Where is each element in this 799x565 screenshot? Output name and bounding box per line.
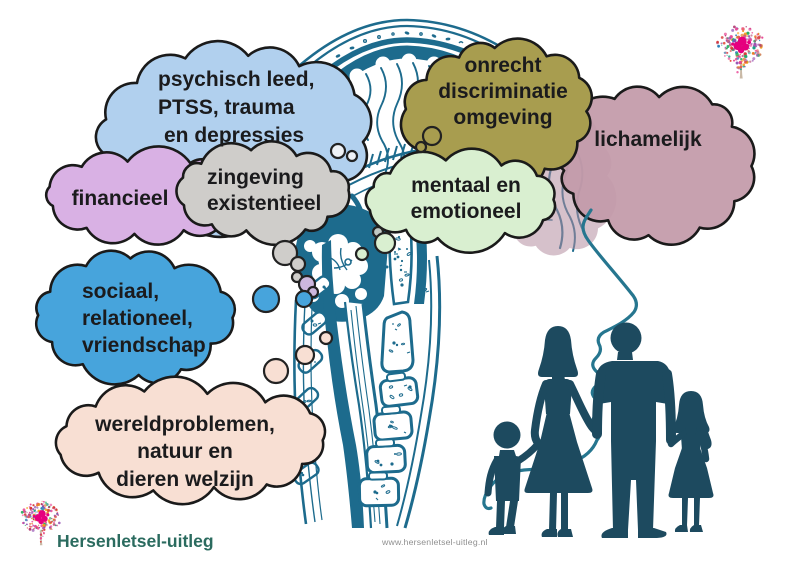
svg-text:financieel: financieel: [72, 187, 169, 210]
svg-text:sociaal,: sociaal,: [82, 280, 159, 303]
svg-text:natuur en: natuur en: [137, 440, 233, 463]
svg-text:existentieel: existentieel: [207, 192, 321, 215]
svg-text:onrecht: onrecht: [464, 54, 541, 77]
svg-text:Hersenletsel-uitleg: Hersenletsel-uitleg: [57, 531, 214, 551]
svg-text:psychisch leed,: psychisch leed,: [158, 68, 314, 91]
svg-text:dieren welzijn: dieren welzijn: [116, 468, 254, 491]
svg-text:lichamelijk: lichamelijk: [594, 128, 702, 151]
svg-text:discriminatie: discriminatie: [438, 80, 568, 103]
svg-text:wereldproblemen,: wereldproblemen,: [94, 413, 275, 436]
svg-text:emotioneel: emotioneel: [411, 200, 522, 223]
svg-text:www.hersenletsel-uitleg.nl: www.hersenletsel-uitleg.nl: [381, 537, 488, 547]
svg-text:mentaal en: mentaal en: [411, 174, 521, 197]
svg-text:zingeving: zingeving: [207, 166, 304, 189]
svg-text:omgeving: omgeving: [453, 106, 552, 129]
svg-text:PTSS, trauma: PTSS, trauma: [158, 96, 295, 119]
svg-text:relationeel,: relationeel,: [82, 307, 193, 330]
svg-text:en depressies: en depressies: [164, 124, 304, 147]
svg-text:vriendschap: vriendschap: [82, 334, 206, 357]
